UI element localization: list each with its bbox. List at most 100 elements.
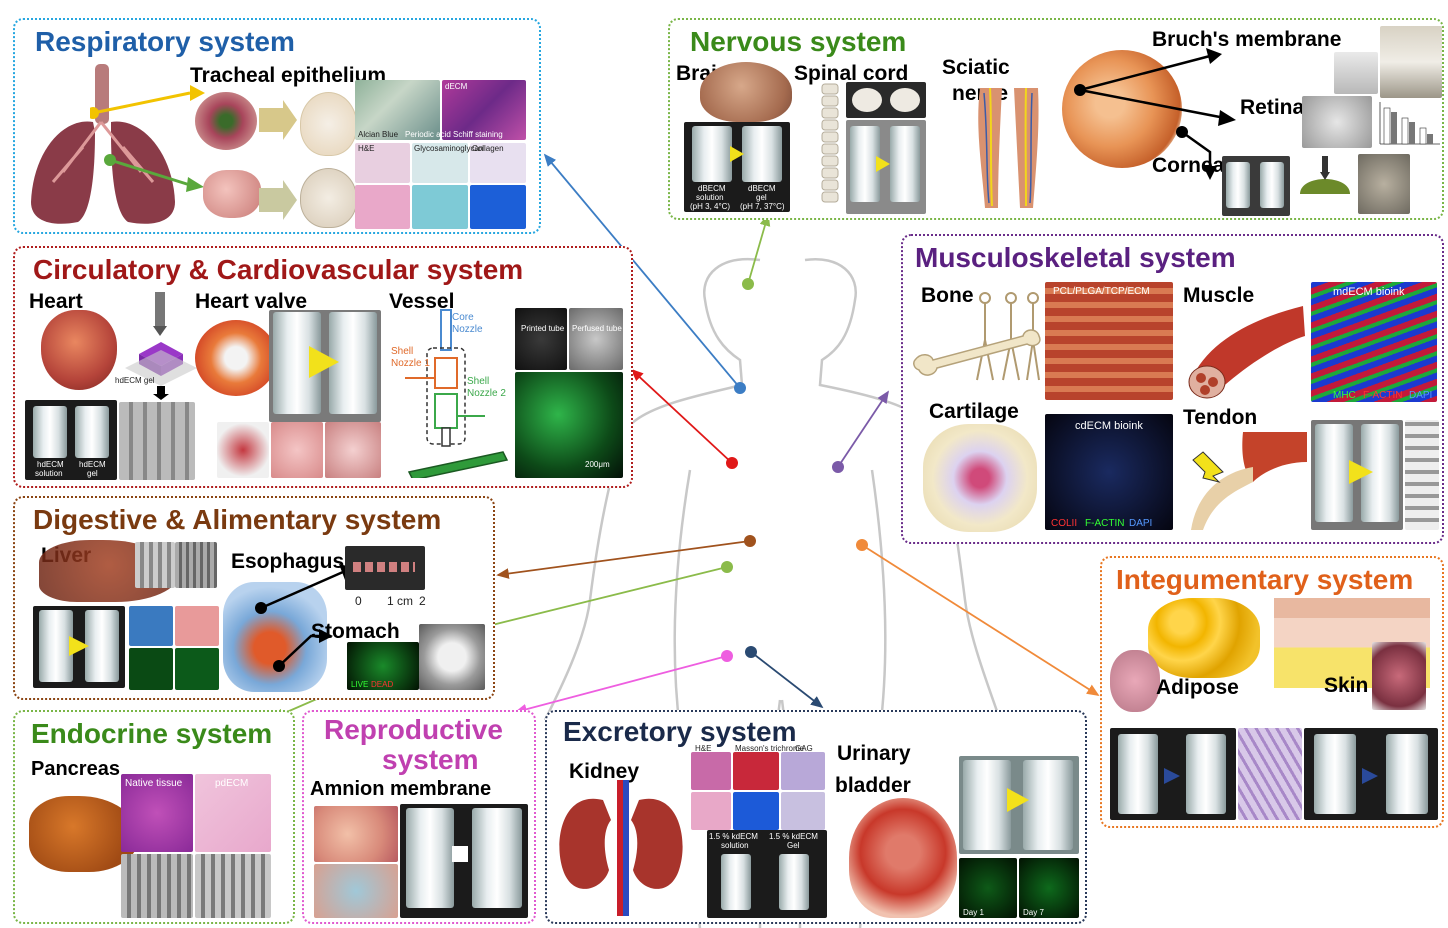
circulatory-panel: Circulatory & Cardiovascular system Hear…: [13, 246, 633, 488]
integumentary-title: Integumentary system: [1116, 564, 1414, 595]
spinal-dishes: [846, 82, 926, 118]
kidney-illustration: [559, 780, 683, 916]
skin-photo: [1372, 642, 1426, 710]
amnion-label: Amnion membrane: [310, 778, 492, 800]
pas-image: [442, 80, 526, 140]
heart-label: Heart: [29, 290, 83, 313]
liver-chip: [129, 606, 173, 646]
tracheal-scaffold: [300, 92, 357, 156]
bruch-photo-1: [1334, 52, 1378, 94]
bladder-vials: [959, 756, 1079, 854]
heart-illustration: [41, 310, 117, 390]
endocrine-title: Endocrine system: [31, 718, 273, 749]
legs-illustration: [978, 87, 1039, 208]
adipose-label: Adipose: [1156, 676, 1239, 699]
urinary-label-1: Urinary: [837, 742, 911, 765]
fetus-illustration: [314, 806, 398, 862]
dbecm-vials: dBECM solution (pH 3, 4°C) dBECM gel (pH…: [684, 122, 790, 212]
skin-label: Skin: [1324, 674, 1369, 697]
digestive-title: Digestive & Alimentary system: [33, 504, 442, 535]
printed-cornea-diagram: [1300, 156, 1350, 194]
reproductive-title-2: system: [382, 744, 479, 775]
valve-printed-1: [271, 422, 323, 478]
pancreas-printed-2: [195, 854, 271, 918]
spinal-cord-label: Spinal cord: [794, 62, 909, 85]
bladder-day1: [959, 858, 1017, 918]
vessel-label: Vessel: [389, 290, 455, 313]
adipose-photo: [1110, 650, 1160, 712]
cornea-photo: [1358, 154, 1410, 214]
bladder-day7: [1019, 858, 1079, 918]
cornea-vials: [1222, 156, 1290, 216]
musculoskeletal-title: Musculoskeletal system: [915, 242, 1236, 273]
excretory-title: Excretory system: [563, 716, 797, 747]
skin-vials: [1304, 728, 1438, 820]
sciatic-label-1: Sciatic: [942, 56, 1010, 79]
tendon-printed: [1405, 420, 1439, 530]
bioprinter-illustration: [125, 292, 197, 400]
digestive-panel: Digestive & Alimentary system Liver Esop…: [13, 496, 495, 700]
collagen-lung-decm: [470, 185, 526, 229]
muscle-label: Muscle: [1183, 284, 1255, 307]
brain-illustration: [700, 62, 792, 122]
spinal-vials: [846, 120, 926, 214]
stomach-label: Stomach: [311, 620, 400, 643]
retina-photo: [1302, 96, 1372, 148]
cartilage-label: Cartilage: [929, 400, 1019, 423]
valve-tissue: [217, 422, 269, 478]
liver-vials: [33, 606, 125, 688]
connector-dots: [721, 278, 868, 662]
gag-native: [412, 143, 468, 183]
liver-fluor-2: [175, 648, 219, 690]
pcl-scaffold-photo: [1045, 282, 1173, 400]
spine-illustration: [821, 83, 839, 203]
retina-label: Retina: [1240, 96, 1305, 119]
amnion-photo: [314, 864, 398, 918]
liver-printed-1: [135, 542, 175, 588]
tendon-illustration: [1191, 432, 1307, 530]
kidney-label: Kidney: [569, 760, 640, 783]
hdecm-vials: hdECM solution hdECM gel: [25, 400, 117, 480]
native-tissue-image: [121, 774, 193, 852]
pdecm-image: [195, 774, 271, 852]
valve-printed-2: [325, 422, 381, 478]
printed-grid: [119, 402, 195, 480]
kidney-he-native: [691, 752, 731, 790]
stomach-fluorescence: [347, 642, 419, 690]
amnion-vials: [400, 804, 528, 918]
urinary-label-2: bladder: [835, 774, 911, 797]
adipose-illustration: [1148, 598, 1260, 678]
bruch-label: Bruch's membrane: [1152, 28, 1342, 51]
kidney-gag-decm: [781, 792, 825, 830]
musculoskeletal-panel: Musculoskeletal system Bone PCL/PLGA/TCP…: [901, 234, 1444, 544]
kidney-mt-native: [733, 752, 779, 790]
circulatory-title: Circulatory & Cardiovascular system: [33, 254, 524, 285]
pancreas-label: Pancreas: [31, 758, 120, 780]
pancreas-illustration: [29, 796, 139, 872]
bruch-photo-2: [1380, 26, 1442, 98]
heart-valve-illustration: [195, 320, 277, 396]
he-native: [355, 143, 410, 183]
reproductive-panel: Reproductive system Amnion membrane: [302, 710, 536, 924]
kidney-mt-decm: [733, 792, 779, 830]
trachea-photo: [195, 92, 257, 150]
heart-valve-label: Heart valve: [195, 290, 308, 313]
collagen-native: [470, 143, 526, 183]
cdecm-bioink-image: [1045, 414, 1173, 530]
valve-vials: [269, 310, 381, 422]
kidney-gag-native: [781, 752, 825, 790]
reproductive-title-1: Reproductive: [324, 714, 503, 745]
esophagus-photo: [345, 546, 425, 590]
nervous-panel: Nervous system Brain dBECM solution (pH …: [668, 18, 1444, 220]
kidney-he-decm: [691, 792, 731, 830]
mdecm-bioink-image: [1311, 282, 1437, 402]
excretory-panel: Excretory system Kidney H&E Masson's tri…: [545, 710, 1087, 924]
cornea-label: Cornea: [1152, 154, 1225, 177]
pancreas-printed-1: [121, 854, 193, 918]
liver-fluor-1: [129, 648, 173, 690]
stomach-photo: [419, 624, 485, 690]
vessel-fluorescence: [515, 372, 623, 478]
kdecm-vials: 1.5 % kdECM solution 1.5 % kdECM Gel: [707, 830, 827, 918]
adipose-vials: [1110, 728, 1236, 820]
printed-tube-photo: [515, 308, 567, 370]
